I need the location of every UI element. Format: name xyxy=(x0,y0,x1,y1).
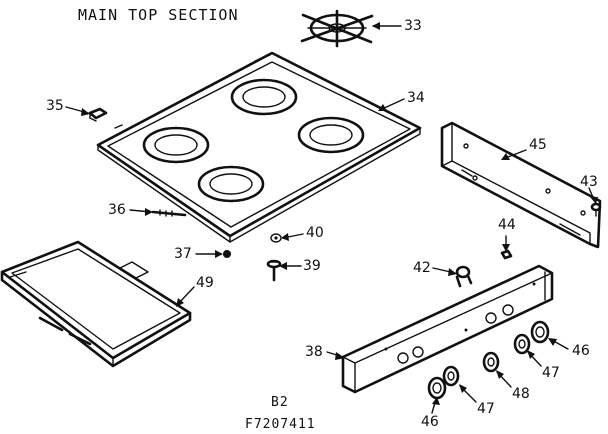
valve-part xyxy=(455,265,473,288)
callout-36: 36 xyxy=(108,202,126,218)
callout-48: 48 xyxy=(512,386,530,402)
callout-49: 49 xyxy=(196,275,214,291)
callout-47-right: 47 xyxy=(542,365,560,381)
callout-33: 33 xyxy=(404,18,422,34)
leader-lines xyxy=(65,22,598,414)
main-cooktop xyxy=(96,51,422,243)
clip-part xyxy=(88,107,108,122)
callout-39: 39 xyxy=(303,258,321,274)
callout-43: 43 xyxy=(580,174,598,190)
callout-46-right: 46 xyxy=(572,343,590,359)
callout-34: 34 xyxy=(407,90,425,106)
rear-bracket xyxy=(440,121,602,249)
control-knob-lower xyxy=(427,376,447,400)
nut-part xyxy=(223,250,231,258)
drip-tray xyxy=(0,240,192,368)
callout-45: 45 xyxy=(529,137,547,153)
small-clip xyxy=(500,249,513,260)
callout-47-left: 47 xyxy=(477,401,495,417)
callout-40: 40 xyxy=(306,225,324,241)
callout-35: 35 xyxy=(46,98,64,114)
washer-part xyxy=(270,233,282,243)
callout-44: 44 xyxy=(498,217,516,233)
page-reference: B2 xyxy=(271,395,289,410)
drawing-code: F7207411 xyxy=(245,417,316,432)
control-panel xyxy=(341,264,554,394)
control-knob xyxy=(530,320,550,344)
callout-46-left: 46 xyxy=(421,414,439,430)
knob-skirt xyxy=(513,333,531,355)
pin-part xyxy=(266,259,282,282)
knob-skirt-lower xyxy=(442,365,460,387)
knob-insert xyxy=(482,351,500,373)
callout-42: 42 xyxy=(413,260,431,276)
screw-part xyxy=(151,209,187,217)
diagram-title: MAIN TOP SECTION xyxy=(78,6,239,24)
callout-37: 37 xyxy=(174,246,192,262)
burner-grate xyxy=(300,9,374,48)
callout-38: 38 xyxy=(305,344,323,360)
